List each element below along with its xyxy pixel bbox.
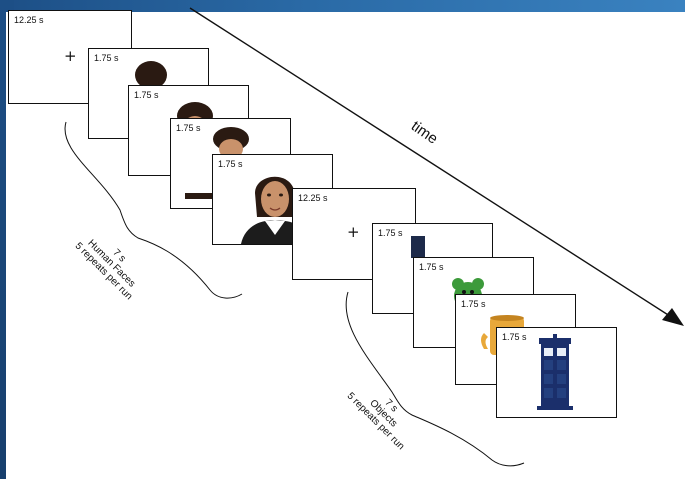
fixation-duration: 12.25 s xyxy=(14,15,44,25)
fixation-cross: + xyxy=(347,223,360,241)
objects-brace xyxy=(345,291,525,467)
object-trial-card-4: 1.75 s xyxy=(496,327,617,418)
trial-duration: 1.75 s xyxy=(502,332,527,342)
fixation-cross: + xyxy=(64,47,77,65)
trial-duration: 1.75 s xyxy=(461,299,486,309)
fixation-duration: 12.25 s xyxy=(298,193,328,203)
trial-duration: 1.75 s xyxy=(378,228,403,238)
faces-brace xyxy=(64,121,243,299)
time-arrowhead xyxy=(662,308,684,326)
time-arrow xyxy=(189,7,677,321)
trial-duration: 1.75 s xyxy=(134,90,159,100)
face-image-1 xyxy=(135,61,167,89)
trial-duration: 1.75 s xyxy=(419,262,444,272)
object-image-poster xyxy=(411,236,425,258)
trial-duration: 1.75 s xyxy=(176,123,201,133)
trial-duration: 1.75 s xyxy=(94,53,119,63)
trial-duration: 1.75 s xyxy=(218,159,243,169)
face-image-4 xyxy=(241,176,311,244)
object-image-police-box xyxy=(537,334,573,410)
